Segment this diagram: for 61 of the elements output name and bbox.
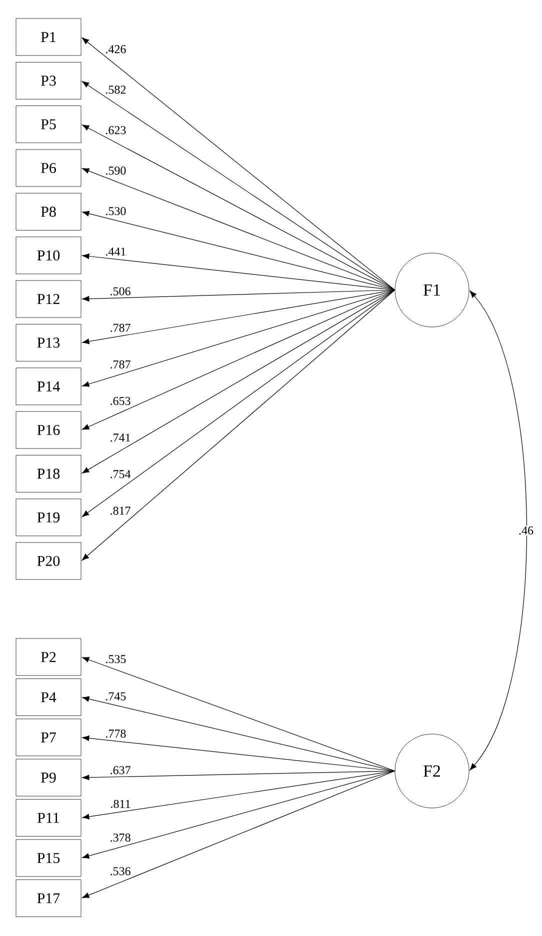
item-box: P7 — [16, 718, 82, 756]
item-box: P17 — [16, 880, 82, 917]
edge-label: .378 — [110, 834, 130, 842]
item-box: P6 — [16, 149, 82, 187]
edge-label: .623 — [106, 126, 126, 134]
arrow — [82, 770, 396, 780]
arrow — [82, 253, 396, 290]
item-box: P10 — [16, 236, 82, 274]
edge-label: .536 — [110, 867, 130, 876]
arrow — [82, 210, 396, 290]
item-box: P9 — [16, 758, 82, 796]
edge-label: .46 — [519, 526, 534, 535]
edge-label: .778 — [106, 730, 126, 738]
arrow — [82, 770, 396, 898]
edge-label: .441 — [106, 248, 126, 256]
item-box: P4 — [16, 678, 82, 716]
item-box: P13 — [16, 324, 82, 362]
edge-label: .653 — [110, 396, 130, 406]
edge-label: .754 — [110, 470, 131, 478]
arrow — [82, 290, 396, 517]
edge-label: .811 — [111, 800, 130, 808]
arrow — [82, 37, 396, 290]
edge-label: .817 — [110, 506, 130, 515]
edge-label: .590 — [106, 166, 126, 175]
item-box: P1 — [16, 18, 82, 56]
item-box: P8 — [16, 193, 82, 230]
item-box: P15 — [16, 839, 82, 877]
item-box: P2 — [16, 638, 82, 676]
edge-label: .787 — [110, 360, 130, 368]
item-box: P3 — [16, 62, 82, 100]
edge-label: .582 — [106, 86, 126, 94]
item-box: P14 — [16, 368, 82, 406]
edge-label: .426 — [106, 45, 126, 54]
arrow — [82, 290, 396, 474]
arrow — [82, 770, 396, 859]
item-box: P5 — [16, 106, 82, 143]
arrow — [82, 81, 396, 290]
arrow — [82, 290, 396, 387]
item-box: P20 — [16, 542, 82, 580]
edge-label: .535 — [106, 655, 126, 664]
arrow — [82, 290, 396, 302]
item-box: P19 — [16, 498, 82, 536]
arrow — [82, 770, 396, 820]
edge-label: .637 — [110, 766, 130, 774]
arrow — [82, 290, 396, 560]
arrow — [82, 124, 396, 290]
covariance-arrow — [470, 290, 528, 770]
arrow — [82, 290, 396, 344]
arrow — [82, 696, 396, 772]
arrow — [82, 657, 396, 772]
edge-label: .741 — [110, 434, 130, 442]
arrow — [82, 168, 396, 290]
edge-label: .745 — [106, 692, 126, 700]
item-box: P12 — [16, 280, 82, 318]
arrow — [82, 290, 396, 430]
item-box: P16 — [16, 411, 82, 449]
edge-label: .506 — [110, 287, 130, 296]
item-box: P18 — [16, 455, 82, 492]
edge-label: .530 — [106, 207, 126, 216]
item-box: P11 — [16, 799, 82, 836]
edge-label: .787 — [110, 324, 130, 332]
